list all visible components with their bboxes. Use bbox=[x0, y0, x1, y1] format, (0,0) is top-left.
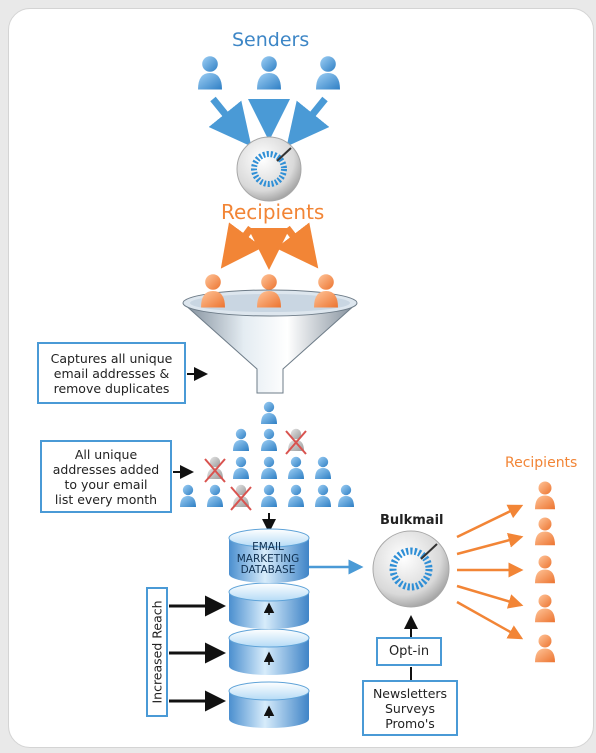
sender-arrow-left bbox=[208, 96, 252, 147]
captures-note: Captures all unique email addresses & re… bbox=[37, 342, 186, 404]
bulkmail-dial-icon bbox=[372, 530, 450, 608]
recipient-right-5-icon bbox=[535, 634, 555, 663]
pyramid-person-icon bbox=[180, 484, 196, 507]
recipient-right-3-icon bbox=[535, 555, 555, 584]
database-label: EMAIL MARKETING DATABASE bbox=[236, 541, 300, 576]
database-stack bbox=[228, 528, 310, 728]
pyramid-person-icon bbox=[261, 428, 277, 451]
pyramid-person-icon bbox=[233, 428, 249, 451]
pyramid-person-icon bbox=[261, 401, 277, 424]
email-flow-diagram bbox=[169, 56, 555, 728]
unique-addresses-pyramid bbox=[180, 401, 354, 511]
pyramid-person-icon bbox=[315, 456, 331, 479]
pyramid-person-icon bbox=[338, 484, 354, 507]
recipient-right-4-icon bbox=[535, 594, 555, 623]
recipient-arrow-right bbox=[275, 222, 319, 269]
recipient-arrow-left bbox=[220, 222, 263, 269]
fanout-arrow-5 bbox=[456, 600, 524, 640]
unique-addresses-note: All unique addresses added to your email… bbox=[40, 440, 172, 513]
sender-left-icon bbox=[198, 56, 222, 90]
mail-server-dial-icon bbox=[236, 136, 302, 202]
captures-note-text: Captures all unique email addresses & re… bbox=[50, 350, 173, 396]
sender-middle-icon bbox=[257, 56, 281, 90]
duplicate-cross-icon bbox=[204, 430, 307, 511]
funnel-icon bbox=[182, 289, 358, 394]
pyramid-person-icon bbox=[261, 484, 277, 507]
recipients-right-label: Recipients bbox=[505, 455, 578, 471]
fanout-arrow-2 bbox=[456, 532, 524, 556]
fanout-arrow-4 bbox=[456, 584, 524, 609]
recipient-right-2-icon bbox=[535, 517, 555, 546]
increased-reach-box: Increased Reach bbox=[146, 587, 168, 717]
sender-right-icon bbox=[316, 56, 340, 90]
sources-text: Newsletters Surveys Promo's bbox=[372, 685, 448, 731]
bulkmail-label: Bulkmail bbox=[380, 513, 444, 528]
sources-box: Newsletters Surveys Promo's bbox=[362, 680, 458, 736]
pyramid-person-icon bbox=[288, 456, 304, 479]
pyramid-person-icon bbox=[315, 484, 331, 507]
pyramid-person-icon bbox=[288, 484, 304, 507]
senders-label: Senders bbox=[232, 29, 310, 51]
increased-reach-text: Increased Reach bbox=[149, 600, 165, 704]
pyramid-person-icon bbox=[207, 484, 223, 507]
recipient-in-funnel-right-icon bbox=[314, 274, 338, 308]
fanout-arrow-1 bbox=[456, 504, 524, 539]
optin-box: Opt-in bbox=[376, 637, 442, 666]
unique-addresses-note-text: All unique addresses added to your email… bbox=[52, 446, 160, 507]
recipient-right-1-icon bbox=[535, 481, 555, 510]
optin-text: Opt-in bbox=[388, 644, 430, 659]
sender-arrow-right bbox=[286, 96, 330, 147]
pyramid-person-icon bbox=[233, 456, 249, 479]
recipient-in-funnel-left-icon bbox=[201, 274, 225, 308]
recipients-label: Recipients bbox=[221, 200, 325, 224]
pyramid-person-icon bbox=[261, 456, 277, 479]
